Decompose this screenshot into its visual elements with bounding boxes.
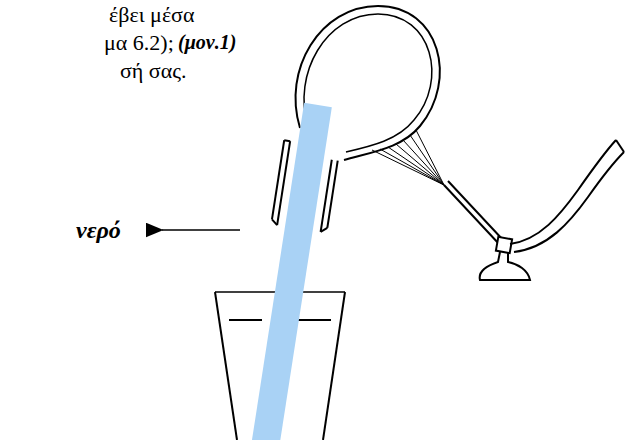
leader-arrow xyxy=(162,229,240,231)
marks-note: (μον.1) xyxy=(178,32,236,52)
fan-strings xyxy=(372,130,444,185)
water-tube xyxy=(251,103,331,440)
pump xyxy=(444,140,624,280)
part-label: νερό xyxy=(76,218,121,242)
question-text: σή σας. xyxy=(120,60,186,82)
question-text: έβει μέσα xyxy=(109,4,195,26)
question-text: μα 6.2); xyxy=(104,32,174,54)
stopper xyxy=(271,140,339,233)
